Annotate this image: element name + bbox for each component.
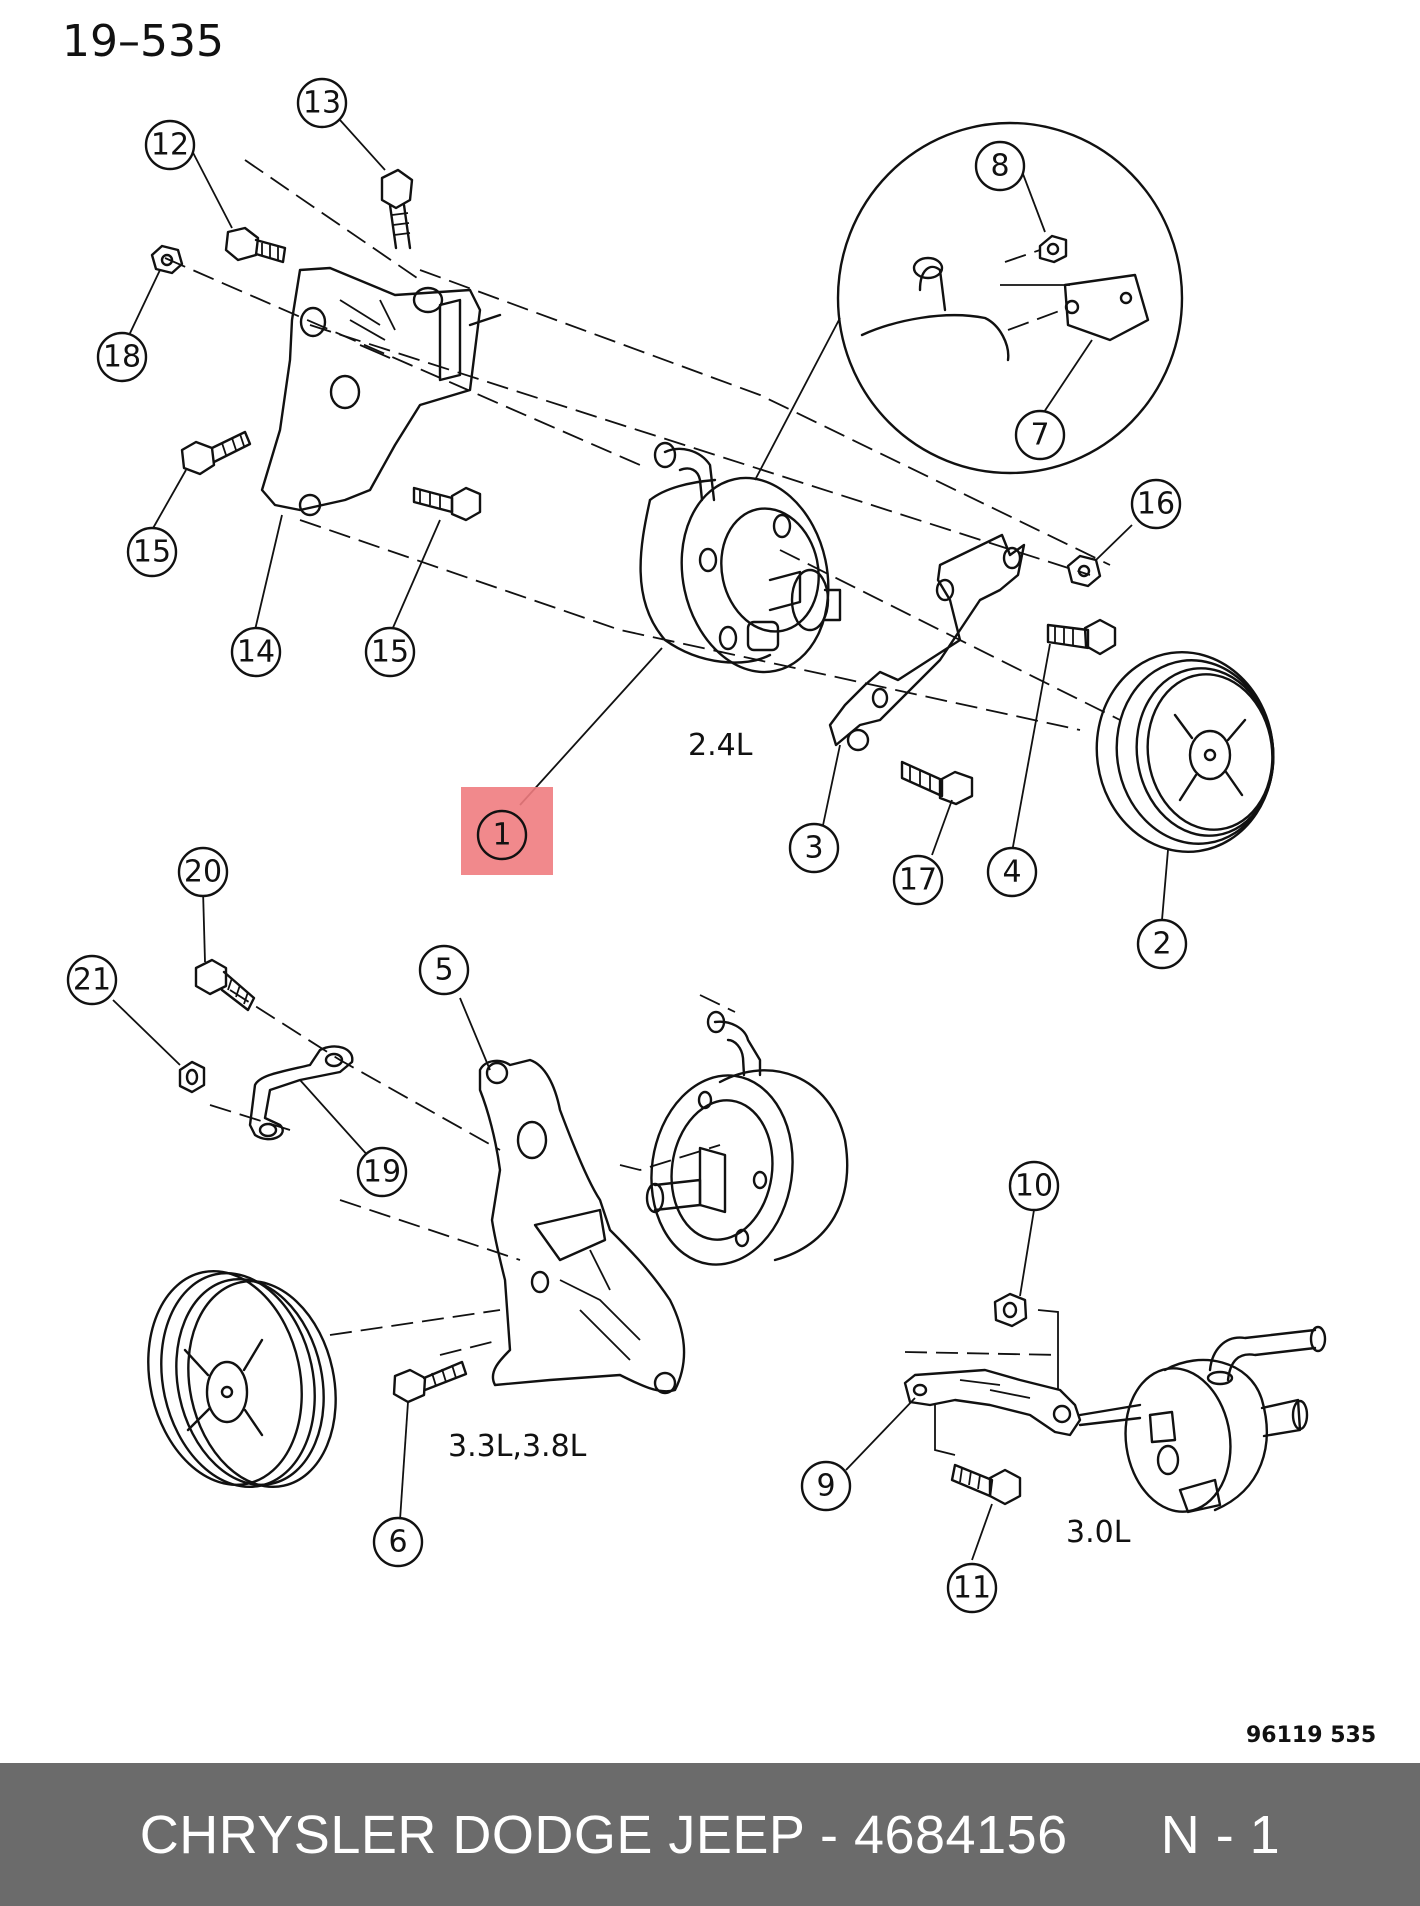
svg-text:11: 11 [953,1571,991,1606]
mounting-bracket [260,266,502,517]
callout-15-left[interactable]: 15 [126,526,178,578]
svg-text:12: 12 [151,128,189,163]
callout-16[interactable]: 16 [1130,478,1182,530]
svg-text:18: 18 [103,340,141,375]
svg-text:1: 1 [492,818,511,853]
bracket-5 [478,1058,686,1395]
callout-11[interactable]: 11 [946,1562,998,1614]
upper-assembly-2-4l: 2.4L [121,119,1275,921]
svg-text:10: 10 [1015,1169,1053,1204]
callout-14[interactable]: 14 [230,626,282,678]
callout-12[interactable]: 12 [144,119,196,171]
callout-10[interactable]: 10 [1008,1160,1060,1212]
svg-text:4: 4 [1002,855,1021,890]
footer-bar: CHRYSLER DODGE JEEP - 4684156 N - 1 [0,1763,1420,1906]
svg-text:21: 21 [73,963,111,998]
svg-text:14: 14 [237,635,275,670]
bolt-20 [194,958,256,1012]
callout-7[interactable]: 7 [1014,409,1066,461]
svg-text:6: 6 [388,1525,407,1560]
svg-text:2: 2 [1152,927,1171,962]
footer-caption: CHRYSLER DODGE JEEP - 4684156 N - 1 [139,1804,1281,1865]
callout-17[interactable]: 17 [892,854,944,906]
callout-20[interactable]: 20 [177,846,229,898]
nut-21 [178,1060,206,1094]
power-steering-pump-3-0l [1124,1325,1327,1514]
power-steering-pump-2-4l [639,441,842,674]
bolt-11 [950,1463,1022,1506]
callout-13[interactable]: 13 [296,77,348,129]
nut-16 [1066,554,1102,588]
parts-diagram: 19–535 96119 535 [62,16,1376,1748]
svg-text:15: 15 [133,535,171,570]
bolt-12 [224,226,287,264]
callout-8[interactable]: 8 [974,140,1026,192]
svg-text:17: 17 [899,863,937,898]
callout-2[interactable]: 2 [1136,918,1188,970]
drawing-code: 96119 535 [1246,1723,1376,1748]
svg-text:9: 9 [816,1469,835,1504]
svg-text:3: 3 [804,831,823,866]
callout-4[interactable]: 4 [986,846,1038,898]
bracket-9 [903,1368,1082,1437]
svg-text:15: 15 [371,635,409,670]
svg-text:19: 19 [363,1155,401,1190]
engine-label-2-4l: 2.4L [688,728,753,763]
callout-5[interactable]: 5 [418,944,470,996]
strap-19 [248,1045,354,1141]
bolt-17 [900,760,974,806]
callout-1[interactable]: 1 [476,809,528,861]
svg-text:5: 5 [434,953,453,988]
sheet-number: 19–535 [62,16,224,67]
callout-6[interactable]: 6 [372,1516,424,1568]
svg-text:13: 13 [303,86,341,121]
callout-3[interactable]: 3 [788,822,840,874]
bolt-13 [380,168,414,250]
highlighted-callout-box [461,787,553,875]
nut-18 [150,244,184,275]
bolt-15-left [180,430,252,476]
detail-inset [754,121,1184,481]
lower-assembly-3-0l: 3.0L [845,1209,1327,1561]
bolt-15-right [412,486,482,522]
engine-label-3-0l: 3.0L [1066,1515,1131,1550]
pulley-2-4l [1095,651,1275,853]
power-steering-pump-3-3l-3-8l [645,1010,849,1266]
svg-text:7: 7 [1030,418,1049,453]
svg-text:20: 20 [184,855,222,890]
callout-19[interactable]: 19 [356,1146,408,1198]
nut-10 [993,1292,1028,1328]
svg-text:8: 8 [990,149,1009,184]
callout-18[interactable]: 18 [96,331,148,383]
lower-assembly-3-3l-3-8l: 3.3L,3.8L [112,889,849,1521]
engine-label-3-3l-3-8l: 3.3L,3.8L [448,1429,587,1464]
bolt-4 [1046,618,1117,656]
callout-9[interactable]: 9 [800,1460,852,1512]
bracket-3 [828,533,1026,752]
callout-15-right[interactable]: 15 [364,626,416,678]
callout-21[interactable]: 21 [66,954,118,1006]
bolt-6 [392,1360,468,1404]
pulley-3-3l-3-8l [147,1270,337,1489]
svg-text:16: 16 [1137,487,1175,522]
